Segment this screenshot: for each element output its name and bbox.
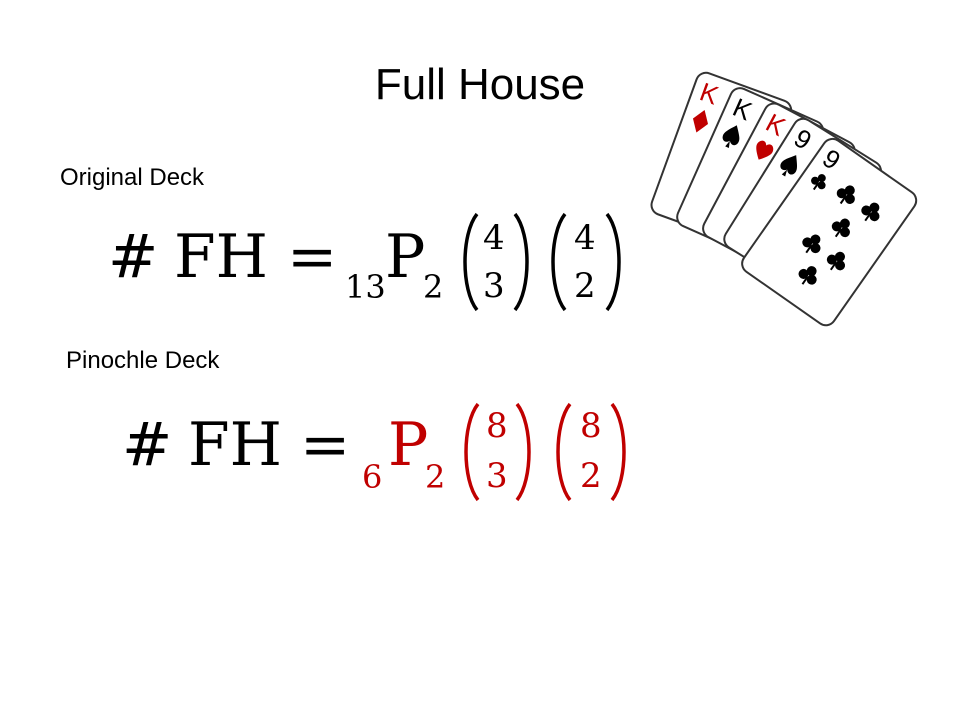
slide-title: Full House: [374, 60, 586, 109]
diamond-icon: [692, 109, 709, 133]
hash-symbol: #: [122, 410, 173, 480]
binom1-paren-right: [513, 212, 529, 312]
binom2-paren-right: [610, 402, 626, 502]
binom2-paren-right: [605, 212, 621, 312]
club-icon: [811, 174, 826, 191]
perm-k: 2: [423, 268, 444, 306]
card-nine-clubs: 9: [741, 137, 918, 327]
heart-icon: [756, 140, 774, 160]
equals-sign: =: [300, 410, 351, 480]
perm-n: 6: [362, 458, 383, 496]
equals-sign: =: [287, 222, 338, 292]
binom1-top: 4: [483, 218, 505, 258]
hash-symbol: #: [108, 222, 159, 292]
binom1-paren-left: [463, 212, 479, 312]
binom1-top: 8: [486, 406, 508, 446]
playing-cards-image: K K K 9 9: [650, 71, 918, 327]
binom1-bottom: 3: [486, 456, 508, 496]
binom2-top: 8: [580, 406, 602, 446]
pinochle-deck-label: Pinochle Deck: [66, 347, 220, 374]
binom2-paren-left: [551, 212, 567, 312]
original-deck-label: Original Deck: [60, 164, 205, 191]
perm-n: 13: [345, 268, 386, 306]
spade-icon: [722, 125, 740, 148]
binom1-paren-left: [464, 402, 480, 502]
binom2-bottom: 2: [574, 266, 596, 306]
binom1-paren-right: [515, 402, 531, 502]
perm-p: P: [385, 222, 426, 292]
binom2-paren-left: [556, 402, 572, 502]
spade-icon: [780, 155, 798, 177]
binom2-top: 4: [574, 218, 596, 258]
binom2-bottom: 2: [580, 456, 602, 496]
perm-p: P: [388, 410, 429, 480]
club-pips: [798, 185, 880, 285]
fh-text: FH: [188, 410, 282, 480]
fh-text: FH: [174, 222, 268, 292]
binom1-bottom: 3: [483, 266, 505, 306]
perm-k: 2: [425, 458, 446, 496]
